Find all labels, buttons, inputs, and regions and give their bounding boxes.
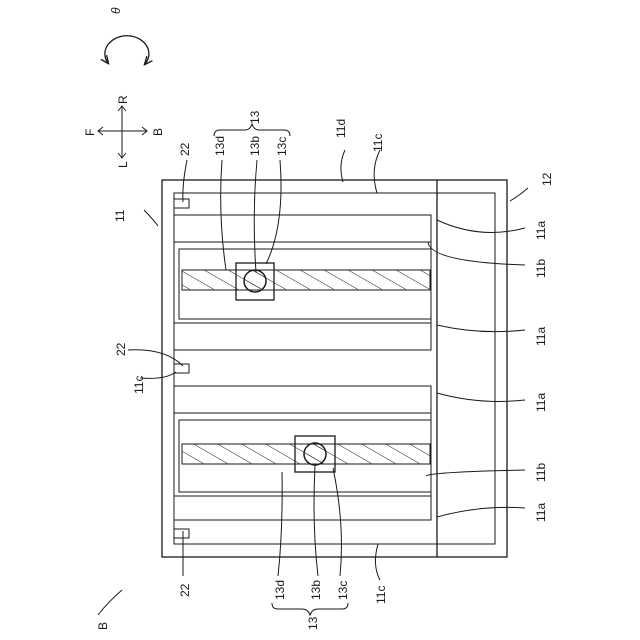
direction-cross-icon xyxy=(98,106,147,158)
label-22-bottom: 22 xyxy=(178,583,192,597)
label-11a-4: 11a xyxy=(534,503,548,522)
rotation-arrow-icon xyxy=(105,36,149,64)
label-11c-top: 11c xyxy=(371,134,385,152)
label-22-top: 22 xyxy=(178,142,192,156)
label-11a-1: 11a xyxy=(534,221,548,240)
direction-f-label: F xyxy=(83,129,97,136)
label-13c-bottom: 13c xyxy=(336,581,350,600)
label-13d-top: 13d xyxy=(213,136,227,156)
rotation-label: θ xyxy=(109,7,123,14)
direction-r-label: R xyxy=(116,95,130,104)
brace-13-top xyxy=(214,124,290,136)
label-12: 12 xyxy=(540,172,554,186)
direction-b-label: B xyxy=(151,128,165,136)
label-11c-left: 11c xyxy=(132,376,146,394)
label-22-middle: 22 xyxy=(114,342,128,356)
label-11c-bottom: 11c xyxy=(374,586,388,604)
label-13d-bottom: 13d xyxy=(273,580,287,600)
upper-slide-unit xyxy=(174,215,431,350)
label-11b-2: 11b xyxy=(534,463,548,482)
label-13c-top: 13c xyxy=(275,137,289,156)
stopper-tabs xyxy=(174,199,189,538)
direction-l-label: L xyxy=(116,161,130,168)
brace-13-bottom xyxy=(272,603,348,615)
figure-ref-label: B xyxy=(96,622,110,630)
housing-outline xyxy=(162,180,507,557)
lower-slide-unit xyxy=(174,386,431,520)
label-13b-top: 13b xyxy=(248,136,262,156)
label-13-bottom: 13 xyxy=(306,616,320,630)
label-11a-3: 11a xyxy=(534,393,548,412)
label-13b-bottom: 13b xyxy=(309,580,323,600)
label-13-top: 13 xyxy=(248,110,262,124)
label-11b-1: 11b xyxy=(534,259,548,278)
label-11: 11 xyxy=(113,209,127,222)
label-11d: 11d xyxy=(334,119,348,138)
label-11a-2: 11a xyxy=(534,327,548,346)
